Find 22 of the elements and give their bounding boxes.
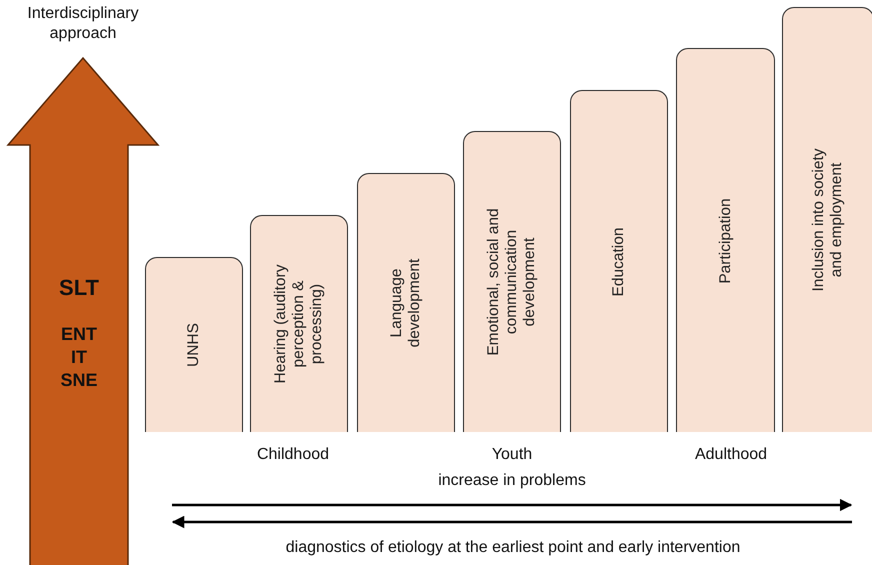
discipline-label: SLT <box>58 275 100 301</box>
discipline-list: ENT IT SNE <box>54 323 104 392</box>
stage-column <box>145 257 243 432</box>
life-stage-label: Childhood <box>256 446 330 464</box>
stage-label: Hearing (auditory perception & processing) <box>272 264 326 386</box>
trend-label: increase in problems <box>438 472 586 490</box>
stage-label: Inclusion into society and employment <box>810 147 846 294</box>
stage-column <box>463 131 561 432</box>
stage-column <box>676 48 775 432</box>
stage-column <box>782 7 872 432</box>
stage-label: Participation <box>716 196 734 286</box>
stage-column <box>570 90 668 432</box>
stage-label: Education <box>610 226 628 298</box>
stage-column <box>357 173 455 432</box>
caption-text: diagnostics of etiology at the earliest point and early intervention <box>286 539 740 557</box>
stage-label: Emotional, social and communication development <box>485 207 539 358</box>
heading: Interdisciplinary approach <box>26 4 140 44</box>
stage-label: UNHS <box>185 322 203 369</box>
life-stage-label: Youth <box>492 446 532 464</box>
stage-label: Language development <box>388 258 424 350</box>
stage-column <box>250 215 348 432</box>
life-stage-label: Adulthood <box>694 446 768 464</box>
